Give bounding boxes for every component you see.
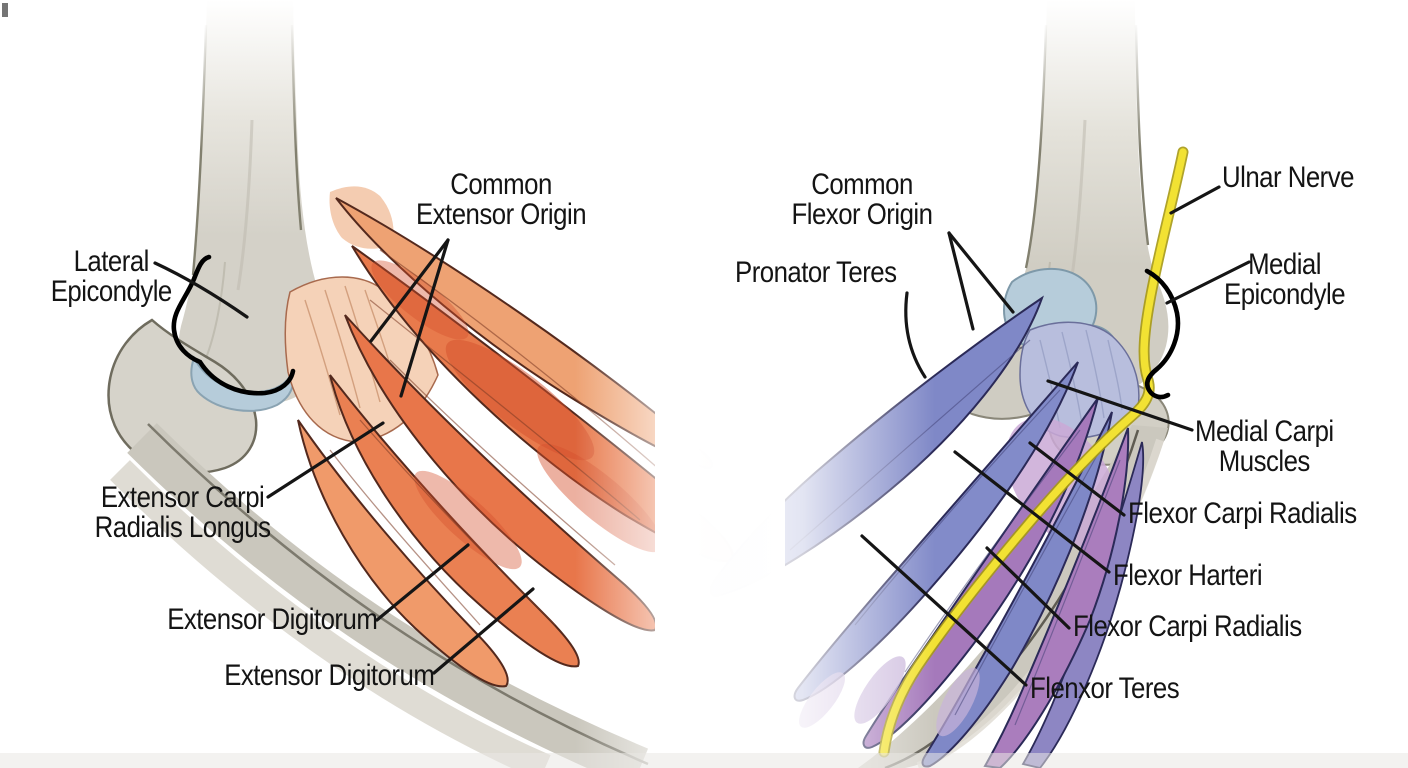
label-lateral-epicondyle: Lateral Epicondyle [50,245,173,308]
origin-fiber-streaks [304,285,399,416]
label-line: Muscles [1218,445,1311,478]
humerus-shading [205,261,226,359]
leader-common-extensor-origin-a [369,238,450,343]
humerus-bone [957,0,1169,408]
humerus-right-edge [290,24,303,231]
forearm-bone-light [110,460,551,768]
label-line: Medial [1248,248,1321,281]
label-medial-epicondyle: Medial Epicondyle [1224,248,1346,311]
label-medial-carpi-muscles: Medial Carpi Muscles [1195,417,1334,477]
label-flexor-carpi-radialis-a: Flexor Carpi Radialis [1128,497,1357,530]
label-flenxor-teres: Flenxor Teres [1030,672,1180,705]
label-flexor-harteri: Flexor Harteri [1113,559,1263,592]
leader-common-extensor-origin-b [399,238,450,398]
label-line: Medial Carpi [1195,415,1334,448]
humerus-left-edge [191,24,208,276]
leader-medial-epicondyle [1165,260,1251,305]
olecranon-bone [107,318,258,474]
lateral-epicondyle-outline [171,254,296,396]
leader-common-flexor-origin-a [947,231,975,331]
label-common-flexor-origin: Common Flexor Origin [792,170,933,230]
leader-flexor-harteri [953,450,1111,574]
leader-extensor-carpi-radialis-longus [266,421,385,499]
right-muscle-fade [655,315,945,768]
label-extensor-digitorum-b: Extensor Digitorum [223,659,435,692]
label-common-extensor-origin: Common Extensor Origin [415,168,587,231]
leader-flenxor-teres [860,534,1028,687]
medial-epicondyle-outline [1144,268,1181,400]
forearm-bone-edge [147,423,649,766]
label-extensor-digitorum-a: Extensor Digitorum [166,603,378,636]
bottom-edge-strip [0,753,1408,768]
label-flexor-carpi-radialis-b: Flexor Carpi Radialis [1073,610,1302,643]
leader-ulnar-nerve [1169,185,1221,215]
leader-lines [153,185,1251,687]
leader-flexor-carpi-radialis-b [985,546,1071,630]
leader-lateral-epicondyle [153,261,249,319]
leader-extensor-digitorum-a [375,543,470,622]
origin-fiber-streaks [1039,329,1123,429]
label-line: Extensor Carpi [100,481,264,514]
humerus-left-edge [1024,24,1048,269]
label-line: Radialis Longus [94,511,270,544]
label-extensor-carpi-radialis-longus: Extensor Carpi Radialis Longus [94,483,270,543]
humerus-shading [1068,119,1087,291]
forearm-bone [127,423,649,768]
corner-speck [2,3,8,17]
leader-medial-carpi-muscles [1046,379,1194,432]
label-line: Common [450,168,552,201]
label-ulnar-nerve: Ulnar Nerve [1222,161,1354,194]
label-line: Flexor Origin [791,198,933,231]
label-line: Extensor Origin [415,198,587,231]
leader-extensor-digitorum-b [432,587,535,675]
humerus-right-edge [1134,24,1150,246]
label-line: Epicondyle [1224,278,1346,311]
humerus-shading [236,119,254,291]
leader-flexor-carpi-radialis-a [1028,441,1126,517]
extensor-belly-ecu [297,419,509,688]
label-pronator-teres: Pronator Teres [735,256,897,289]
leader-common-flexor-origin-b [947,231,1015,314]
label-line: Common [811,168,913,201]
label-line: Lateral [73,245,150,278]
leader-pronator-teres [904,291,927,379]
label-line: Epicondyle [50,275,173,308]
